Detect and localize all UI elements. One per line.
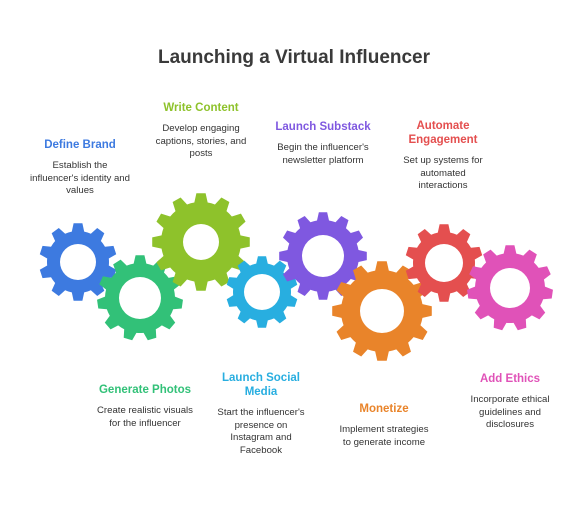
step-heading: Define Brand xyxy=(44,139,116,151)
step-heading: Monetize xyxy=(359,403,409,415)
step-launch-substack: Launch Substack Begin the influencer's n… xyxy=(268,120,378,167)
step-automate-engagement: Automate Engagement Set up systems for a… xyxy=(397,119,489,193)
step-heading: Write Content xyxy=(163,102,239,114)
step-description: Incorporate ethical guidelines and discl… xyxy=(470,394,550,430)
step-write-content: Write Content Develop engaging captions,… xyxy=(155,101,247,161)
step-heading: Launch Social Media xyxy=(222,372,300,398)
step-define-brand: Define Brand Establish the influencer's … xyxy=(30,138,130,198)
step-description: Start the influencer's presence on Insta… xyxy=(217,407,305,456)
step-launch-social-media: Launch Social Media Start the influencer… xyxy=(212,371,310,457)
step-add-ethics: Add Ethics Incorporate ethical guideline… xyxy=(460,372,560,432)
gear-icon-write-content xyxy=(152,193,250,291)
step-generate-photos: Generate Photos Create realistic visuals… xyxy=(95,383,195,430)
gear-icon-add-ethics xyxy=(467,245,553,331)
step-description: Create realistic visuals for the influen… xyxy=(97,405,193,429)
gear-icon-generate-photos xyxy=(97,255,183,341)
step-heading: Launch Substack xyxy=(275,121,371,133)
diagram-title: Launching a Virtual Influencer xyxy=(157,47,431,68)
gear-icon-launch-substack xyxy=(279,212,367,300)
step-heading: Generate Photos xyxy=(98,384,192,396)
gear-icon-automate-engagement xyxy=(405,224,483,302)
step-description: Implement strategies to generate income xyxy=(339,424,429,448)
step-description: Establish the influencer's identity and … xyxy=(30,160,130,196)
gear-icon-monetize xyxy=(332,261,432,361)
step-monetize: Monetize Implement strategies to generat… xyxy=(338,402,430,449)
step-description: Set up systems for automated interaction… xyxy=(403,155,483,191)
gear-icon-define-brand xyxy=(39,223,117,301)
step-description: Begin the influencer's newsletter platfo… xyxy=(277,142,369,166)
step-description: Develop engaging captions, stories, and … xyxy=(155,123,247,159)
gear-icon-launch-social-media xyxy=(226,256,298,328)
step-heading: Add Ethics xyxy=(479,373,541,385)
step-heading: Automate Engagement xyxy=(408,120,478,146)
